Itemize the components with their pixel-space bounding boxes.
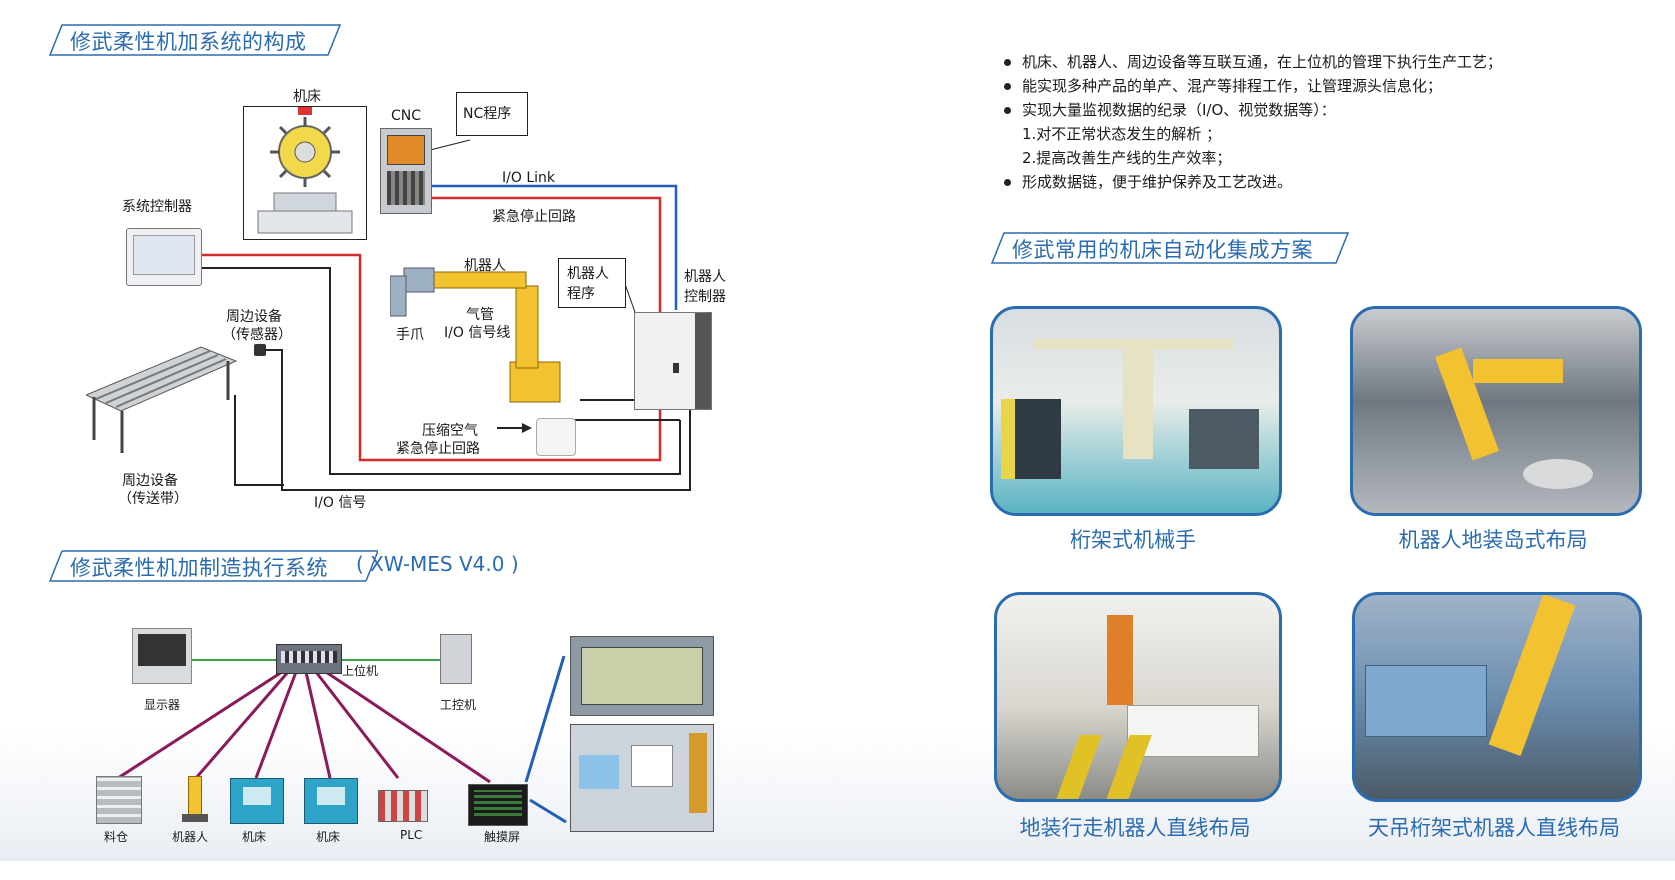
plc-icon bbox=[378, 790, 428, 822]
feature-bullet-list: 机床、机器人、周边设备等互联互通，在上位机的管理下执行生产工艺； 能实现多种产品… bbox=[1000, 50, 1560, 194]
mes-device-label-1: 机器人 bbox=[172, 830, 209, 844]
system-controller-device bbox=[126, 228, 202, 286]
bullet-text: 机床、机器人、周边设备等互联互通，在上位机的管理下执行生产工艺； bbox=[1022, 53, 1503, 71]
industrial-pc-icon bbox=[440, 634, 472, 684]
mes-device-label-0: 料仓 bbox=[104, 830, 129, 844]
solution-caption-1: 机器人地装岛式布局 bbox=[1398, 528, 1588, 552]
title-frame-icon bbox=[48, 24, 342, 56]
estop-loop-top-label: 紧急停止回路 bbox=[492, 209, 576, 225]
solution-caption-2: 地装行走机器人直线布局 bbox=[1019, 816, 1251, 840]
section2-note: ( XW-MES V4.0 ) bbox=[356, 552, 519, 576]
material-bin-icon bbox=[96, 776, 142, 824]
mes-screen-2 bbox=[570, 724, 714, 832]
section3-title-text: 修武常用的机床自动化集成方案 bbox=[1012, 238, 1313, 262]
sensor-icon bbox=[254, 344, 266, 356]
peripheral-sensor-label-1: 周边设备 bbox=[226, 309, 282, 325]
section3-title: 修武常用的机床自动化集成方案 bbox=[990, 230, 1352, 264]
cnc-panel bbox=[380, 128, 432, 214]
host-label: 上位机 bbox=[342, 664, 379, 678]
solution-photo-overhead-gantry bbox=[1352, 592, 1642, 802]
machine-tool-icon bbox=[257, 107, 353, 234]
estop-loop-bottom-label: 紧急停止回路 bbox=[396, 441, 480, 457]
robot-controller-label-1: 机器人 bbox=[684, 269, 726, 285]
robot-label: 机器人 bbox=[464, 258, 506, 274]
bullet-text: 实现大量监视数据的纪录（I/O、视觉数据等）： bbox=[1022, 101, 1336, 119]
solution-caption-0: 桁架式机械手 bbox=[1070, 528, 1196, 552]
solution-photo-gantry bbox=[990, 306, 1282, 516]
bullet-subitem: 2.提高改善生产线的生产效率； bbox=[1000, 146, 1560, 170]
section1-title-text: 修武柔性机加系统的构成 bbox=[70, 30, 307, 54]
bullet-text: 能实现多种产品的单产、混产等排程工作，让管理源头信息化； bbox=[1022, 77, 1443, 95]
robot-program-label-1: 机器人 bbox=[567, 266, 609, 282]
solution-caption-3: 天吊桁架式机器人直线布局 bbox=[1368, 816, 1620, 840]
nc-program-label: NC程序 bbox=[463, 106, 512, 122]
title-frame-icon bbox=[48, 550, 378, 582]
bullet-text: 1.对不正常状态发生的解析 ； bbox=[1022, 125, 1222, 143]
machine-tool-small-icon-1 bbox=[230, 778, 284, 824]
mes-network-wiring bbox=[117, 655, 567, 824]
robot-small-icon bbox=[178, 770, 212, 822]
bullet-item: 能实现多种产品的单产、混产等排程工作，让管理源头信息化； bbox=[1000, 74, 1560, 98]
robot-controller-cabinet bbox=[634, 312, 712, 410]
cnc-label: CNC bbox=[391, 108, 422, 124]
peripheral-conveyor-label-1: 周边设备 bbox=[122, 473, 178, 489]
mes-device-label-4: PLC bbox=[400, 828, 423, 842]
title-frame-icon bbox=[990, 232, 1350, 264]
display-monitor-icon bbox=[132, 628, 192, 684]
bullet-item: 实现大量监视数据的纪录（I/O、视觉数据等）： bbox=[1000, 98, 1560, 122]
section1-title: 修武柔性机加系统的构成 bbox=[48, 22, 348, 56]
gripper-label: 手爪 bbox=[396, 327, 424, 343]
robot-controller-label-2: 控制器 bbox=[684, 289, 726, 305]
compressed-air-label: 压缩空气 bbox=[422, 423, 478, 439]
io-signal-line-label: I/O 信号线 bbox=[444, 325, 511, 341]
robot-program-label-2: 程序 bbox=[567, 286, 595, 302]
display-label: 显示器 bbox=[144, 698, 181, 712]
system-controller-label: 系统控制器 bbox=[122, 199, 192, 215]
air-filter-icon bbox=[536, 418, 576, 456]
section2-title-text: 修武柔性机加制造执行系统 bbox=[70, 556, 328, 580]
bullet-text: 2.提高改善生产线的生产效率； bbox=[1022, 149, 1232, 167]
conveyor-icon bbox=[86, 346, 238, 453]
air-pipe-label: 气管 bbox=[466, 307, 494, 323]
mes-device-label-2: 机床 bbox=[242, 830, 267, 844]
machine-tool-small-icon-2 bbox=[304, 778, 358, 824]
mes-device-label-3: 机床 bbox=[316, 830, 341, 844]
bullet-item: 机床、机器人、周边设备等互联互通，在上位机的管理下执行生产工艺； bbox=[1000, 50, 1560, 74]
machine-tool-box bbox=[243, 106, 367, 240]
solution-photo-floor-track bbox=[994, 592, 1282, 802]
bullet-text: 形成数据链，便于维护保养及工艺改进。 bbox=[1022, 173, 1293, 191]
bullet-subitem: 1.对不正常状态发生的解析 ； bbox=[1000, 122, 1560, 146]
switch-hub-icon bbox=[276, 644, 342, 674]
ipc-label: 工控机 bbox=[440, 698, 477, 712]
peripheral-sensor-label-2: （传感器） bbox=[222, 327, 292, 343]
robot-program-note: 机器人 程序 bbox=[558, 258, 626, 308]
touchscreen-icon bbox=[468, 784, 528, 826]
solution-photo-island bbox=[1350, 306, 1642, 516]
mes-screen-1 bbox=[570, 636, 714, 716]
bullet-item: 形成数据链，便于维护保养及工艺改进。 bbox=[1000, 170, 1560, 194]
section2-title: 修武柔性机加制造执行系统 bbox=[48, 548, 378, 582]
io-link-label: I/O Link bbox=[502, 170, 555, 186]
nc-program-note: NC程序 bbox=[456, 92, 528, 136]
io-signal-label: I/O 信号 bbox=[314, 495, 367, 511]
peripheral-conveyor-label-2: （传送带） bbox=[118, 491, 188, 507]
robot-arm-icon bbox=[390, 267, 561, 403]
machine-label: 机床 bbox=[293, 89, 321, 105]
mes-device-label-5: 触摸屏 bbox=[484, 830, 521, 844]
